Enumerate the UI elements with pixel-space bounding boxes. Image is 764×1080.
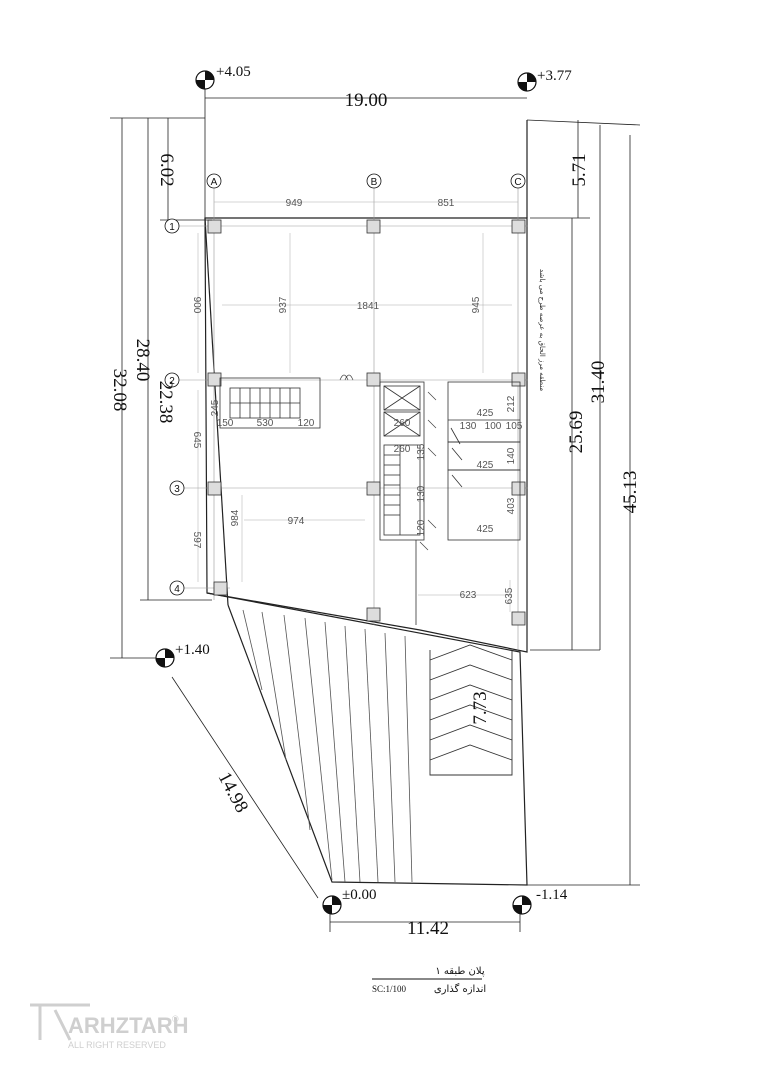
dim-right-top: 5.71: [569, 153, 590, 186]
level-bottom-left: ±0.00: [342, 887, 376, 903]
dim-130: 130: [460, 421, 477, 432]
dim-lift-260b: 260: [394, 444, 411, 455]
doors: [339, 374, 437, 551]
dim-right-inner: 25.69: [566, 411, 587, 454]
level-bottom-right: -1.14: [536, 887, 568, 903]
dim-1841: 1841: [357, 301, 380, 312]
level-marker-bottom-right: -1.14: [512, 887, 568, 915]
dim-530: 530: [257, 418, 274, 429]
grid-label-3: 3: [174, 484, 180, 495]
core-lift-stair: [379, 381, 425, 625]
level-marker-top-left: +4.05: [195, 64, 251, 90]
title-block: پلان طبقه ۱ SC:1/100 اندازه گذاری: [372, 966, 486, 995]
dim-top-width: 19.00: [345, 90, 388, 111]
dim-635: 635: [504, 587, 515, 604]
brand-watermark: ARHZTARH ® ALL RIGHT RESERVED: [30, 1003, 189, 1050]
grid-label-c: C: [514, 177, 521, 188]
dim-984: 984: [230, 509, 241, 526]
level-top-left: +4.05: [216, 64, 251, 80]
dim-left-top: 6.02: [156, 153, 177, 186]
right-rooms: [447, 381, 521, 541]
dim-135: 135: [416, 443, 427, 460]
dim-v130: 130: [416, 485, 427, 502]
level-marker-top-right: +3.77: [517, 68, 572, 92]
grid-label-4: 4: [174, 584, 180, 595]
dim-right-mid: 31.40: [588, 361, 609, 404]
dim-100: 100: [485, 421, 502, 432]
dim-bottom-width: 11.42: [407, 918, 449, 939]
grid-lines: [172, 188, 528, 650]
grid-label-2: 2: [169, 376, 175, 387]
dim-105: 105: [506, 421, 523, 432]
dim-mid-425: 425: [477, 460, 494, 471]
dim-top-425: 425: [477, 408, 494, 419]
interior-dim-lines: [197, 201, 518, 612]
dim-lift-260: 260: [394, 418, 411, 429]
grid-label-b: B: [371, 177, 378, 188]
grid-label-a: A: [211, 177, 218, 188]
plan-title: پلان طبقه ۱: [435, 966, 484, 977]
building-outline: [204, 120, 528, 886]
level-marker-left: +1.40: [155, 642, 210, 668]
level-left: +1.40: [175, 642, 210, 658]
dim-right-outer: 45.13: [620, 471, 641, 514]
dim-245: 245: [210, 399, 221, 416]
dim-stair-120: 120: [298, 418, 315, 429]
stair-left: [219, 377, 321, 429]
outer-dimension-lines: [110, 88, 641, 932]
brand-logo-icon: [30, 1003, 90, 1041]
dim-937: 937: [278, 296, 289, 313]
dim-403: 403: [506, 497, 517, 514]
dim-b-c: 851: [438, 198, 455, 209]
dim-left-outer: 32.08: [109, 369, 130, 412]
grid-label-1: 1: [169, 222, 175, 233]
dim-140: 140: [506, 447, 517, 464]
parking-ramp-chevrons: [429, 644, 513, 776]
columns: [207, 219, 526, 626]
level-top-right: +3.77: [537, 68, 572, 84]
dim-623: 623: [460, 590, 477, 601]
dim-974: 974: [288, 516, 305, 527]
dim-597: 597: [191, 532, 202, 549]
plan-scale: SC:1/100: [372, 984, 407, 994]
dim-645: 645: [191, 432, 202, 449]
brand-name: ARHZTARH: [68, 1013, 189, 1038]
brand-tagline: ALL RIGHT RESERVED: [68, 1040, 166, 1050]
dim-212: 212: [506, 395, 517, 412]
dim-slant-edge: 14.98: [214, 769, 253, 817]
dim-left-mid: 28.40: [132, 339, 153, 382]
dim-945: 945: [471, 296, 482, 313]
ramp-stripes: [242, 609, 413, 883]
dim-150: 150: [217, 418, 234, 429]
dim-bot-425: 425: [477, 524, 494, 535]
dim-900: 900: [191, 297, 202, 314]
dim-a-b: 949: [286, 198, 303, 209]
dim-left-inner: 22.38: [155, 381, 176, 424]
grid-bubbles: [164, 173, 526, 596]
dim-ramp: 7.73: [470, 691, 491, 724]
boundary-note: منطقه مرز الحاق به عرصه طرح می باشد: [538, 269, 546, 391]
plan-subtitle: اندازه گذاری: [434, 983, 486, 995]
brand-mark: ®: [172, 1014, 179, 1024]
dim-v120: 120: [416, 519, 427, 536]
level-marker-bottom-left: ±0.00: [322, 887, 376, 915]
